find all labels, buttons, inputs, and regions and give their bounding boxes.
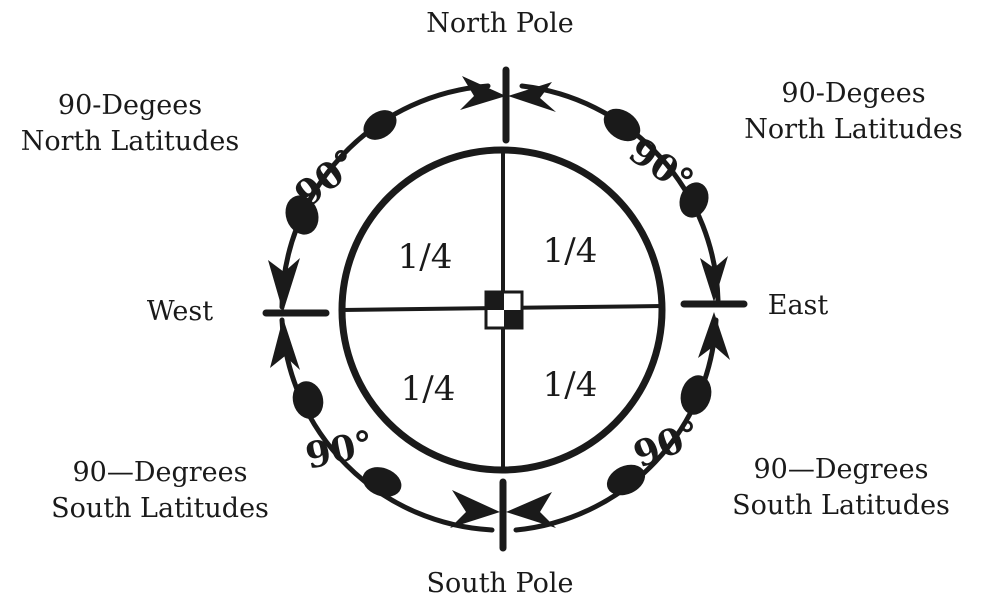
arc-mark-se: 90°: [628, 412, 707, 476]
feather-nw-1: [358, 104, 402, 146]
arc-mark-sw: 90°: [302, 422, 377, 477]
quadrant-sw-label: 1/4: [401, 369, 456, 409]
arrow-south-left: [450, 490, 500, 528]
center-square: [486, 292, 522, 328]
quadrant-ne-label: 1/4: [543, 231, 598, 271]
arrow-west-down: [270, 318, 300, 370]
quadrant-nw-label: 1/4: [398, 237, 453, 277]
arrow-north-left: [460, 76, 506, 110]
feather-sw-2: [358, 462, 405, 502]
arrow-south-right: [506, 492, 556, 528]
quadrant-se-label: 1/4: [543, 365, 598, 405]
feather-se-1: [676, 372, 715, 418]
